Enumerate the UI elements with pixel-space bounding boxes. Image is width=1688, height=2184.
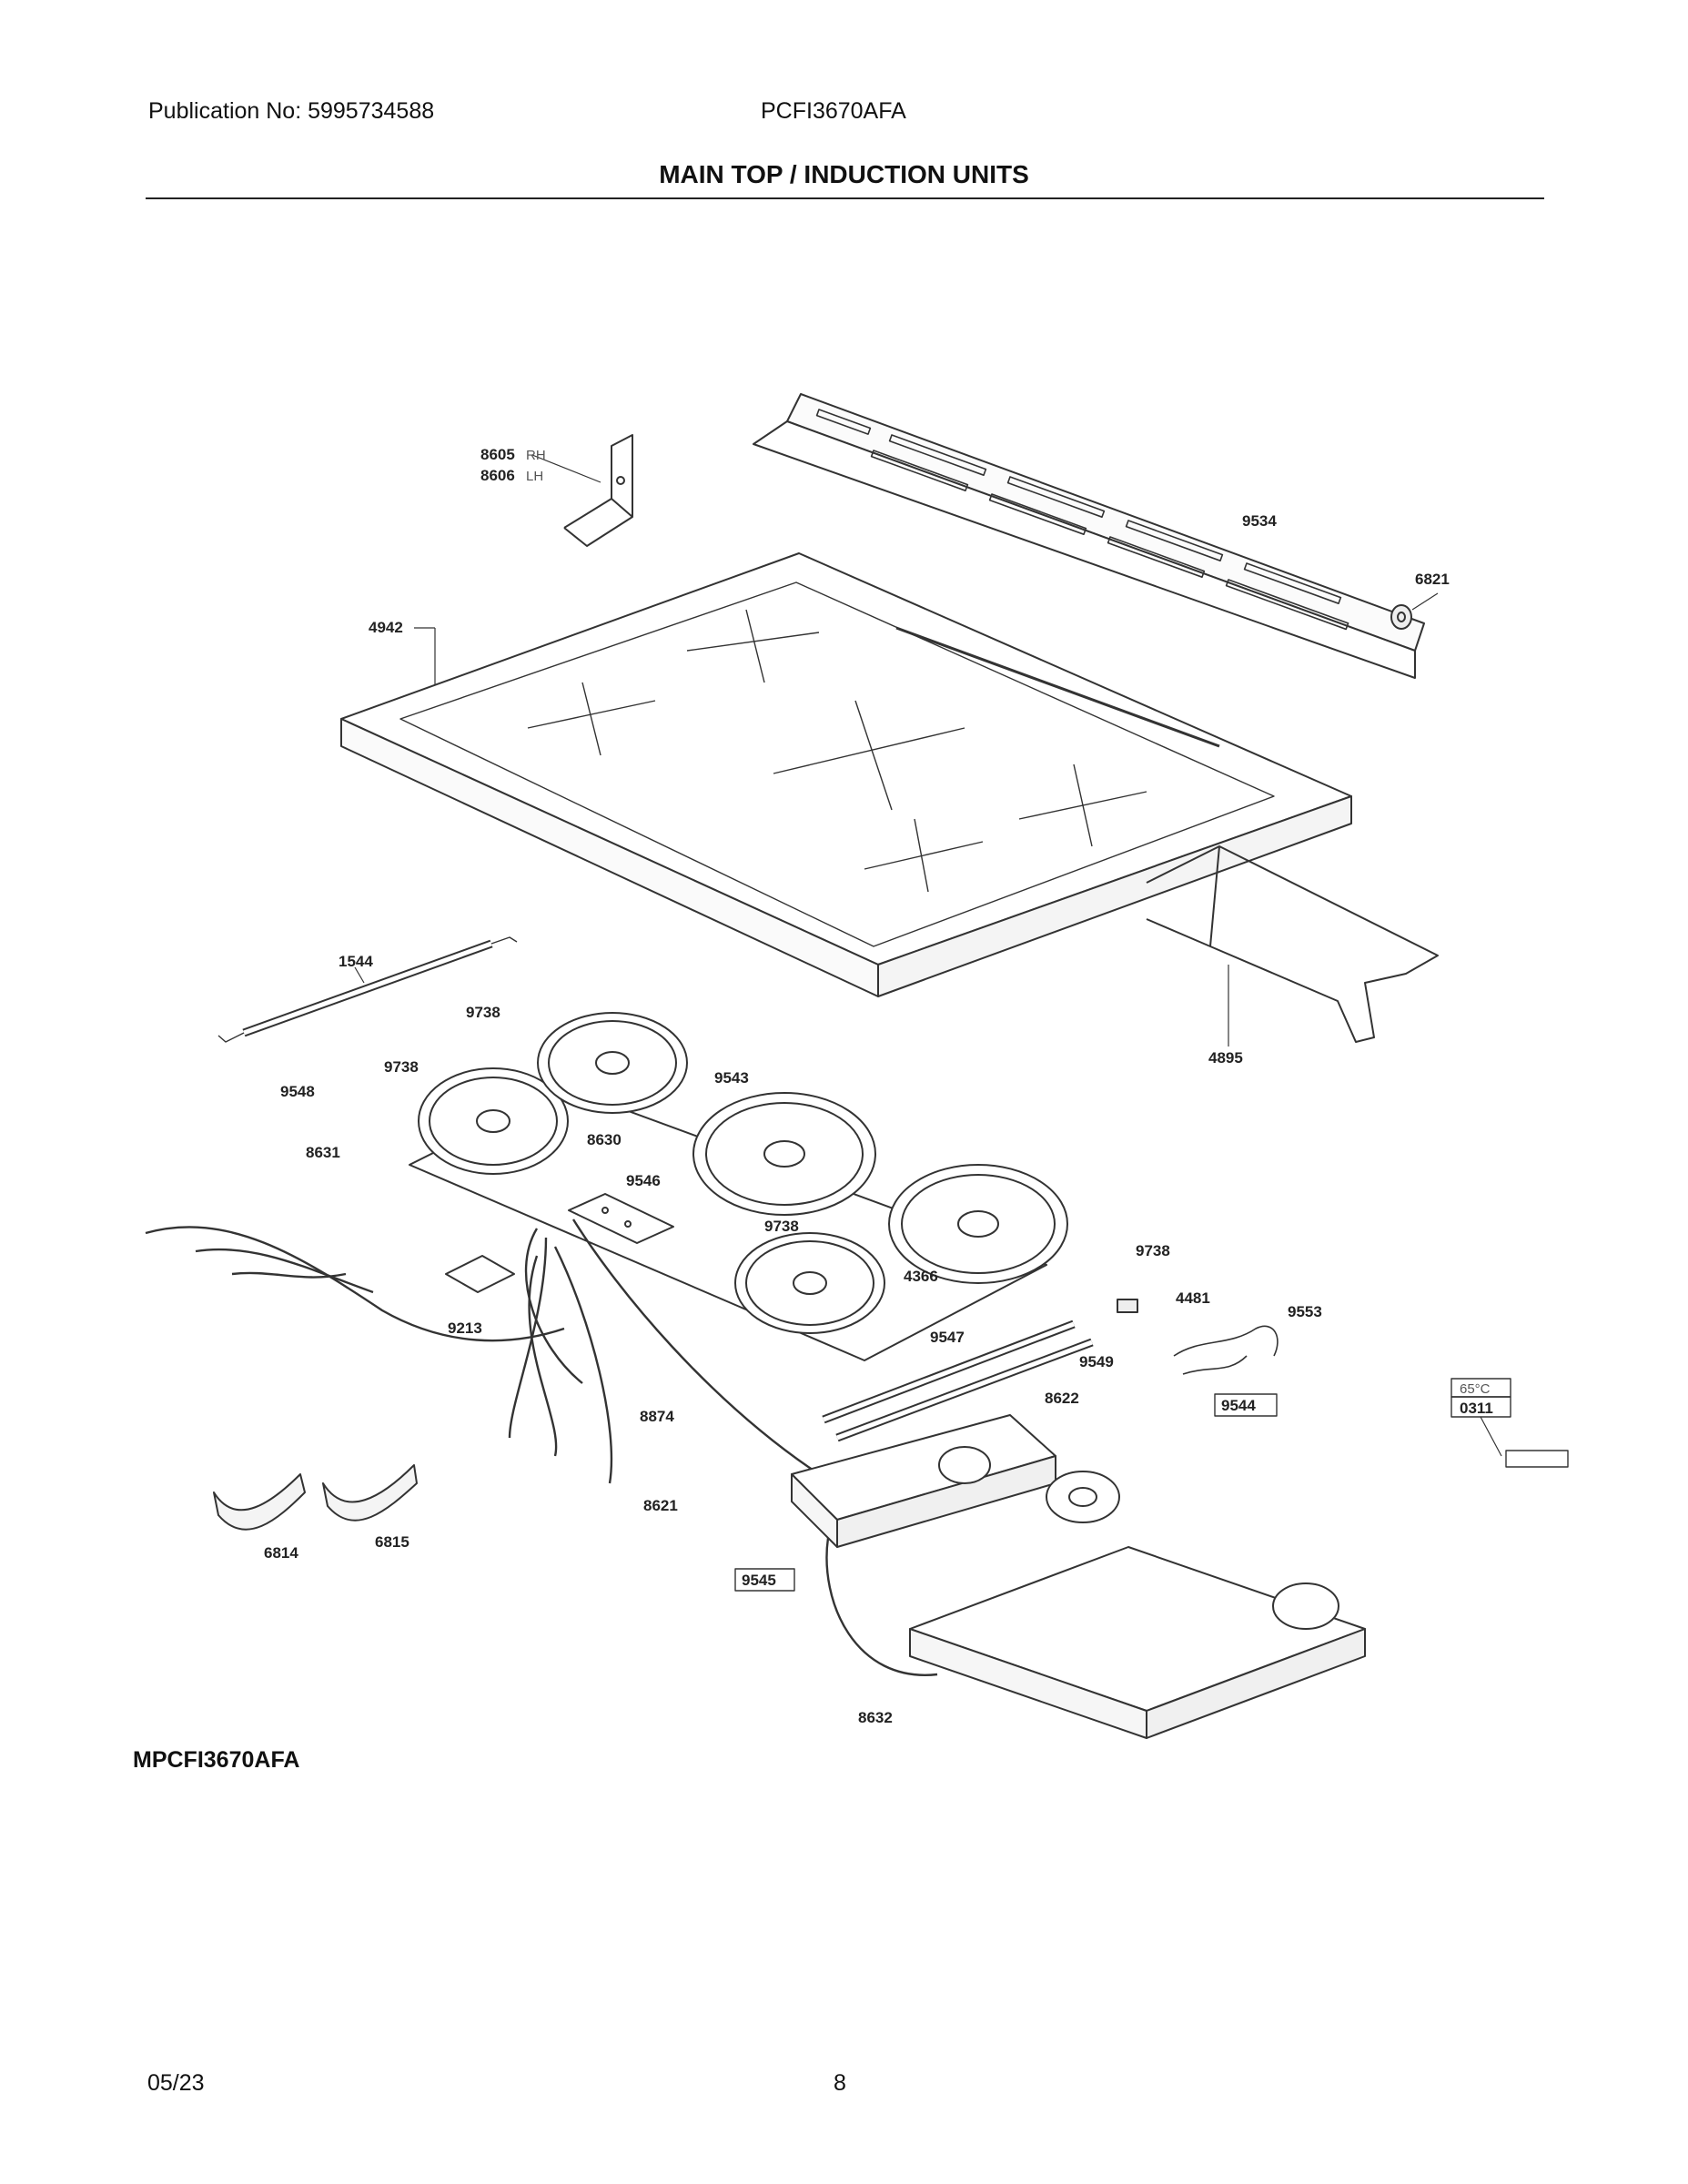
part-label: 9547 — [930, 1329, 965, 1346]
part-label: 8632 — [858, 1709, 893, 1726]
page-number: 8 — [834, 2070, 846, 2096]
part-label: 9738 — [1136, 1242, 1170, 1259]
part-label: 4366 — [904, 1268, 938, 1285]
part-label: 8630 — [587, 1131, 622, 1148]
wiring-harness — [145, 1218, 820, 1484]
part-label: 4481 — [1176, 1289, 1210, 1307]
part-label-suffix: RH — [526, 448, 546, 463]
part-label: 8631 — [306, 1144, 340, 1161]
back-vent-grille — [753, 393, 1425, 679]
induction-generator-board — [909, 1546, 1366, 1739]
ribbon-cable — [322, 1464, 418, 1522]
control-board — [568, 1193, 674, 1244]
part-label: 4942 — [369, 619, 403, 636]
part-label: 8874 — [640, 1408, 674, 1425]
part-label: 8622 — [1045, 1390, 1079, 1407]
part-label: 9545 — [742, 1572, 776, 1589]
thermostat-rating: 65°C — [1460, 1381, 1491, 1397]
part-label: 6814 — [264, 1544, 298, 1562]
small-board — [445, 1255, 515, 1293]
part-label: 8621 — [643, 1497, 678, 1514]
part-callout-box — [734, 1568, 795, 1592]
sensor-harness — [1173, 1325, 1279, 1375]
part-label: 9546 — [626, 1172, 661, 1189]
part-label: 8606 — [480, 467, 515, 484]
part-label: 9738 — [764, 1218, 799, 1235]
part-label: 9534 — [1242, 512, 1277, 530]
part-label: 4895 — [1208, 1049, 1243, 1067]
induction-coil — [418, 1067, 569, 1175]
insulation-tube — [217, 936, 518, 1043]
thermostat — [1450, 1378, 1569, 1468]
part-label: 9548 — [280, 1083, 315, 1100]
part-label: 8605 — [480, 446, 515, 463]
part-label-suffix: LH — [526, 469, 543, 484]
part-label: 9553 — [1288, 1303, 1322, 1320]
part-label: 6821 — [1415, 571, 1450, 588]
part-label: 1544 — [339, 953, 373, 970]
side-rail — [1146, 845, 1439, 1046]
part-callout-box — [1214, 1393, 1278, 1417]
induction-coil — [692, 1092, 876, 1216]
induction-coil — [734, 1232, 885, 1334]
induction-generator-board — [791, 1414, 1056, 1548]
title-divider — [146, 197, 1544, 199]
part-label: 0311 — [1460, 1400, 1493, 1417]
part-label: 9544 — [1221, 1397, 1256, 1414]
induction-coil — [888, 1164, 1068, 1284]
sensor-part — [1117, 1299, 1138, 1313]
mounting-bracket — [531, 434, 633, 547]
diagram-code: MPCFI3670AFA — [133, 1747, 300, 1773]
part-label: 9738 — [466, 1004, 500, 1021]
page-title: MAIN TOP / INDUCTION UNITS — [659, 160, 1029, 188]
ribbon-cable — [213, 1473, 306, 1531]
publication-number: Publication No: 5995734588 — [148, 98, 435, 124]
revision-date: 05/23 — [147, 2070, 205, 2096]
insulation-tube — [822, 1320, 1094, 1442]
part-label: 9549 — [1079, 1353, 1114, 1370]
part-label: 6815 — [375, 1533, 409, 1551]
model-number: PCFI3670AFA — [761, 98, 906, 124]
cooling-fan — [1046, 1471, 1120, 1523]
part-label: 9213 — [448, 1320, 482, 1337]
main-glass-cooktop — [340, 552, 1352, 997]
part-label: 9543 — [714, 1069, 749, 1087]
part-label: 9738 — [384, 1058, 419, 1076]
induction-coil — [537, 1012, 688, 1114]
knob-part — [1390, 592, 1439, 630]
wiring-harness — [825, 1537, 938, 1676]
